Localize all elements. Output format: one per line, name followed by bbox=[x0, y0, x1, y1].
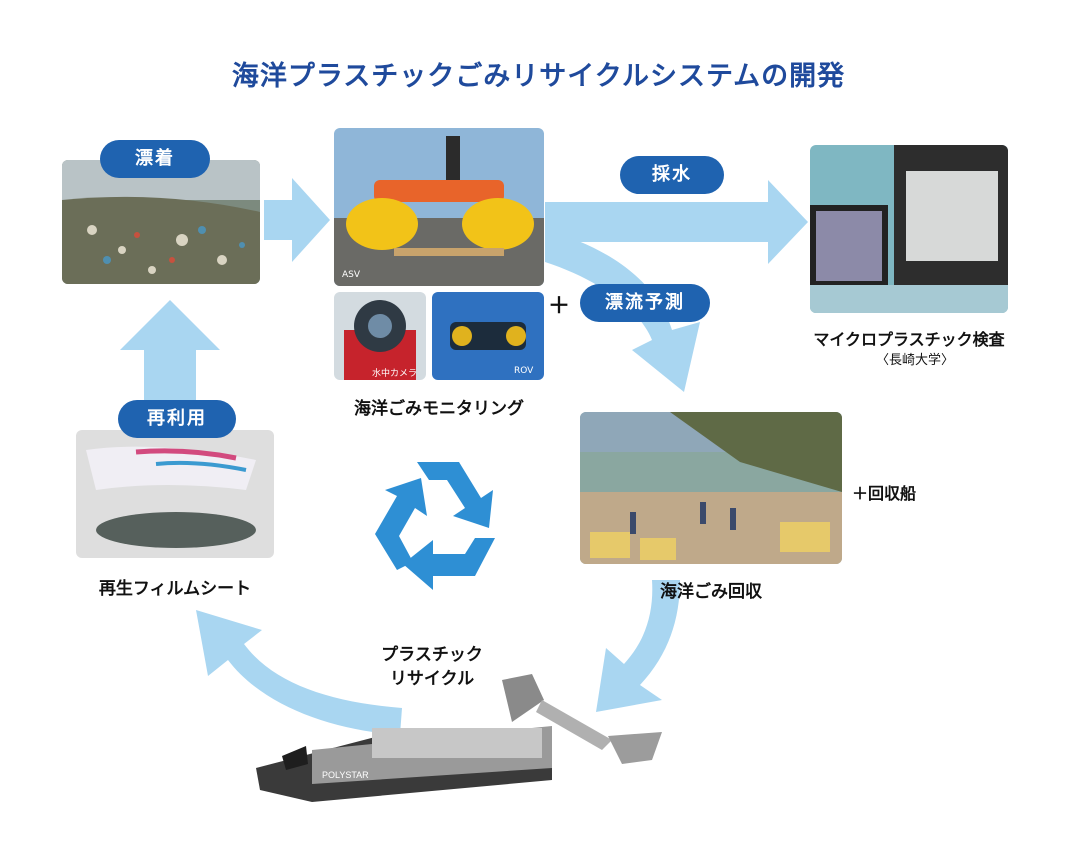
arrow-film-to-beach bbox=[120, 300, 220, 400]
recovery-caption: 海洋ごみ回収 bbox=[660, 582, 762, 602]
recycle-icon bbox=[375, 462, 495, 590]
arrow-recovery-to-recycle bbox=[596, 580, 680, 712]
badge-hyouryuu: 漂流予測 bbox=[580, 284, 710, 322]
plus-sign: ＋ bbox=[548, 294, 571, 319]
recovery-photo bbox=[580, 412, 842, 564]
film-caption: 再生フィルムシート bbox=[98, 579, 252, 599]
rov-tag: ROV bbox=[514, 366, 534, 376]
arrow-recycle-to-film bbox=[196, 610, 402, 735]
beach-debris-photo bbox=[62, 160, 260, 284]
underwater-camera-photo: 水中カメラ bbox=[334, 292, 426, 380]
rov-photo: ROV bbox=[432, 292, 544, 380]
asv-photo: ASV bbox=[334, 128, 544, 286]
badge-hyouchaku: 漂着 bbox=[100, 140, 210, 178]
badge-saisui: 採水 bbox=[620, 156, 724, 194]
recycling-machine-image: POLYSTAR bbox=[252, 660, 672, 810]
monitoring-caption: 海洋ごみモニタリング bbox=[354, 399, 524, 419]
polystar-tag: POLYSTAR bbox=[322, 770, 369, 780]
camera-tag: 水中カメラ bbox=[372, 369, 418, 379]
university-label: 〈長崎大学〉 bbox=[876, 353, 955, 368]
badge-sairiyou: 再利用 bbox=[118, 400, 236, 438]
page-title: 海洋プラスチックごみリサイクルシステムの開発 bbox=[231, 61, 846, 92]
arrow-asv-to-lab bbox=[545, 180, 808, 264]
recycle-caption-line2: リサイクル bbox=[389, 669, 475, 689]
asv-tag: ASV bbox=[342, 270, 361, 280]
recovery-ship-label: ＋回収船 bbox=[852, 484, 917, 503]
recycled-film-photo bbox=[76, 430, 274, 558]
arrow-asv-to-recovery bbox=[545, 230, 700, 392]
recycle-caption-line1: プラスチック bbox=[381, 645, 483, 665]
arrow-beach-to-asv bbox=[264, 178, 330, 262]
microplastic-lab-photo bbox=[810, 145, 1008, 313]
microplastic-caption: マイクロプラスチック検査 bbox=[813, 330, 1005, 349]
